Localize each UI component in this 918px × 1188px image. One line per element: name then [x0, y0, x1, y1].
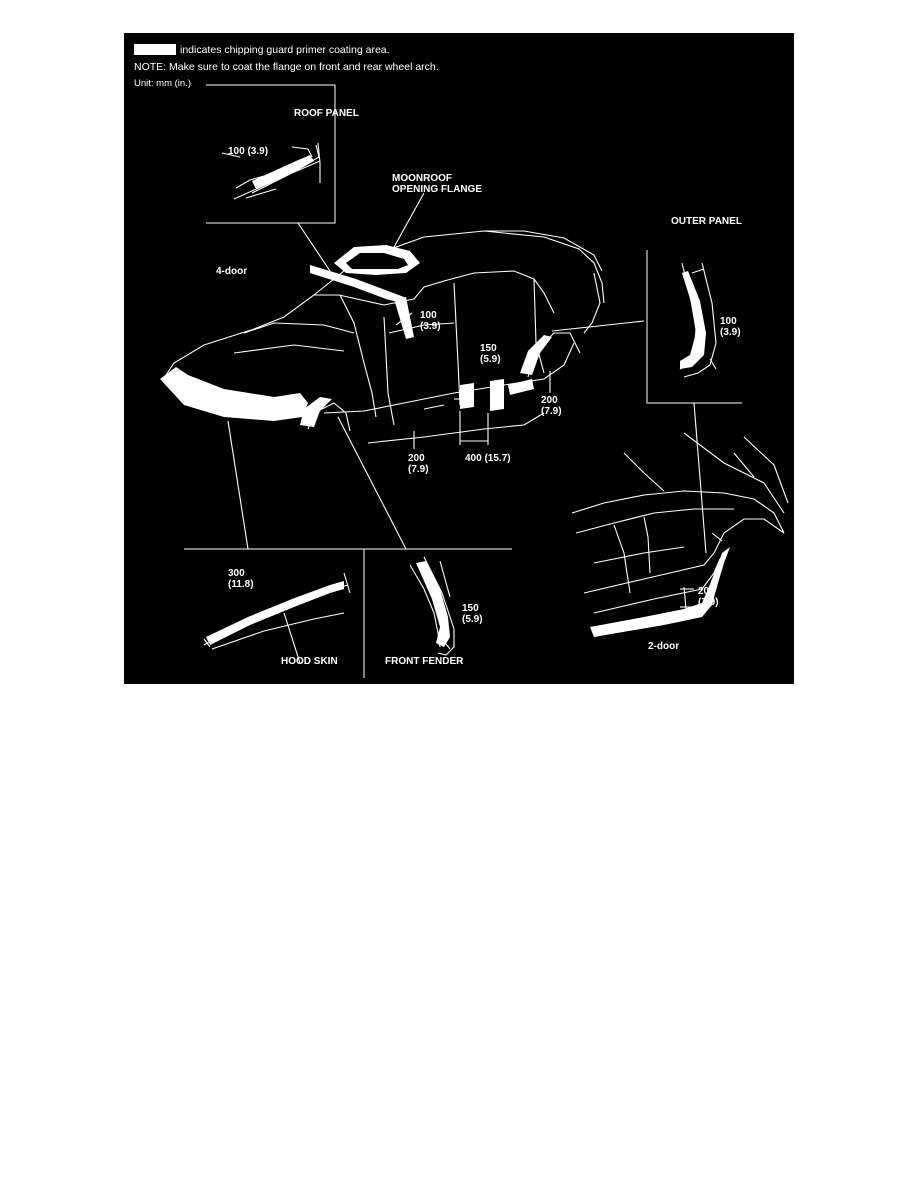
hood-dimension-label: 300 (11.8) [228, 568, 254, 590]
outer-panel-inset-frame [646, 250, 742, 404]
door-dimension-label: 150 (5.9) [480, 343, 501, 365]
front-fender-label: FRONT FENDER [385, 656, 464, 667]
coating-diagram: indicates chipping guard primer coating … [124, 33, 794, 684]
coating-legend-swatch [134, 44, 176, 55]
roof-dimension-label: 100 (3.9) [228, 146, 269, 157]
roof-front-coating [310, 265, 404, 303]
leader-lines [227, 192, 707, 554]
sill-patch-coating [490, 379, 504, 411]
rear-arch-coating [520, 335, 552, 375]
diagram-artwork [160, 84, 789, 678]
two-door-label: 2-door [648, 641, 680, 652]
four-door-car [160, 230, 605, 444]
fender-inset-detail [409, 556, 455, 656]
front-arch-coating [300, 397, 332, 427]
sill-dimension-400-label: 400 (15.7) [465, 453, 511, 464]
hood-skin-label: HOOD SKIN [281, 656, 338, 667]
moonroof-leader [393, 192, 425, 248]
door-patch-coating [460, 383, 474, 409]
hood-leader [227, 420, 249, 550]
car-dimension-lines [395, 312, 551, 449]
outer-panel-inset-detail [679, 262, 717, 378]
hood-inset-detail [203, 572, 351, 664]
two-door-leader [693, 402, 707, 554]
outer-panel-dimension-label: 100 (3.9) [720, 316, 741, 338]
outer-panel-label: OUTER PANEL [671, 216, 742, 227]
two-door-dimension-label: 200 (7.9) [698, 586, 719, 608]
moonroof-label: MOONROOF OPENING FLANGE [392, 173, 483, 195]
fender-dimension-label: 150 (5.9) [462, 603, 483, 625]
sill-dimension-200-label: 200 (7.9) [408, 453, 429, 475]
fender-leader [337, 416, 407, 550]
legend-text: indicates chipping guard primer coating … [180, 44, 390, 56]
roof-leader [297, 222, 331, 272]
pillar-coating [394, 297, 414, 339]
arch-dimension-label: 200 (7.9) [541, 395, 562, 417]
legend-unit: Unit: mm (in.) [134, 78, 191, 89]
roof-inset-detail [221, 142, 321, 200]
pillar-dimension-label: 100 (3.9) [420, 310, 441, 332]
legend-note: NOTE: Make sure to coat the flange on fr… [134, 61, 439, 73]
outer-panel-leader [551, 320, 645, 332]
four-door-label: 4-door [216, 266, 248, 277]
two-door-car [571, 432, 789, 637]
two-door-sill-coating [590, 547, 730, 637]
roof-inset-frame [206, 84, 336, 224]
sill-rear-coating [508, 379, 534, 395]
roof-panel-label: ROOF PANEL [294, 108, 359, 119]
hood-front-coating [160, 367, 308, 421]
